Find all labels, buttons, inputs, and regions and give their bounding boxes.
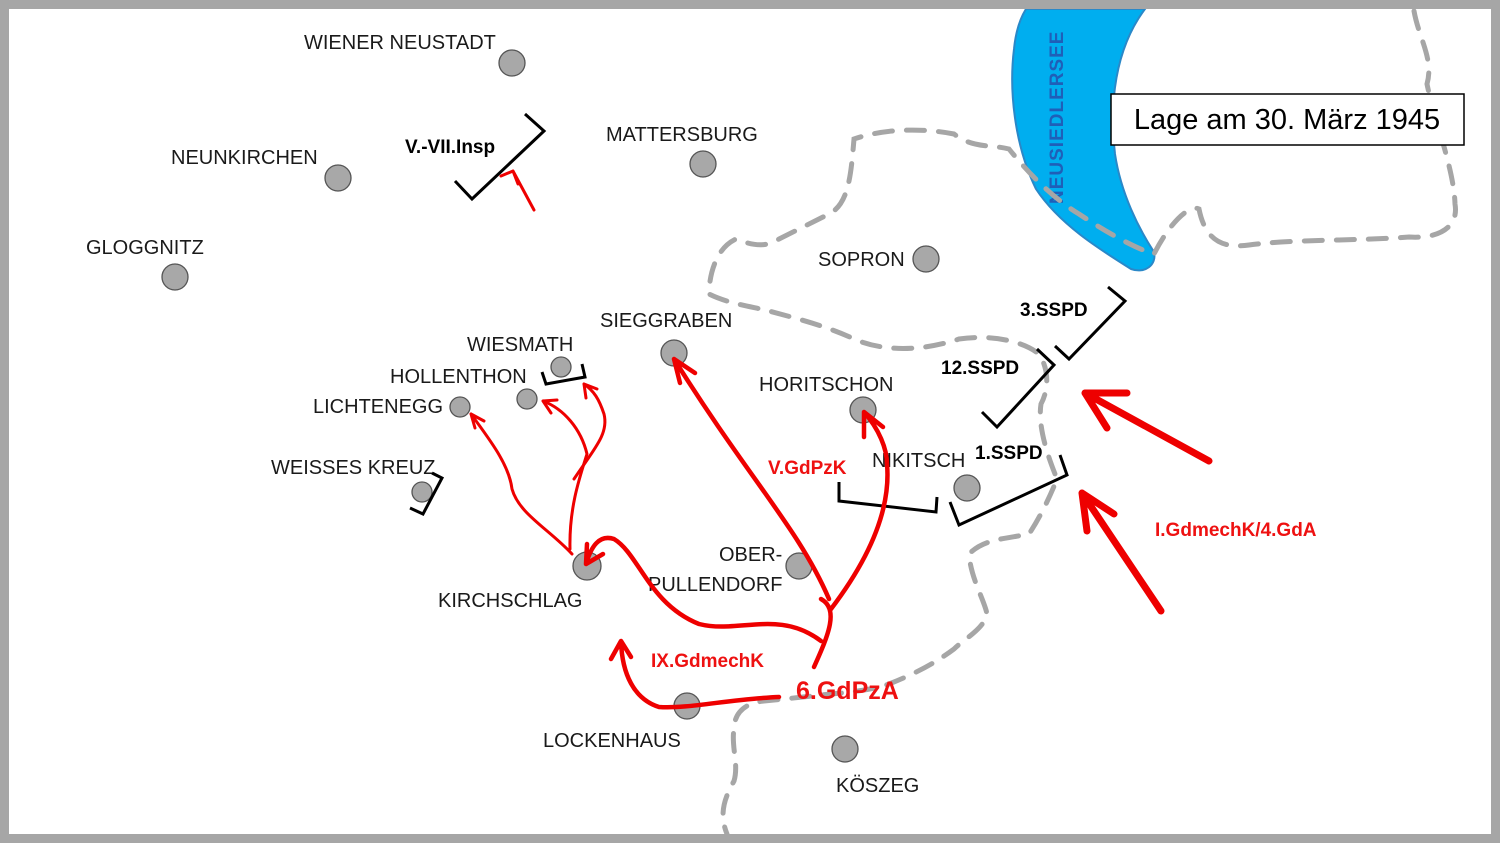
city-marker [550,356,572,378]
city-label-lichtenegg: LICHTENEGG [313,396,443,418]
city-label-horitschon: HORITSCHON [759,374,893,396]
attack-arrow-horitschon [828,409,890,612]
city-label-nikitsch: NIKITSCH [872,450,965,472]
city-marker [161,263,189,291]
lake-label: NEUSIEDLERSEE [1047,31,1068,204]
attack-arrow-hollenthon [541,398,589,551]
front-line-nikitsch [837,482,939,514]
attack-arrow-kirchschlag [583,535,824,644]
city-label-mattersburg: MATTERSBURG [606,124,758,146]
unit-label-ss3: 3.SSPD [1020,300,1088,321]
city-label-weisses-kreuz: WEISSES KREUZ [271,457,435,479]
city-label-pullendorf: PULLENDORF [648,574,782,596]
unit-label-ss1: 1.SSPD [975,443,1043,464]
unit-label-i-gdmechk: I.GdmechK/4.GdA [1155,520,1317,541]
map-frame: NEUSIEDLERSEE WIENER NEUSTADT NEUNKIRCHE… [9,9,1491,834]
map-canvas: NEUSIEDLERSEE WIENER NEUSTADT NEUNKIRCHE… [86,9,1465,834]
unit-label-v-gdpzk: V.GdPzK [768,458,847,479]
attack-arrow-insp [499,169,536,212]
map-title: Lage am 30. März 1945 [1134,104,1440,136]
unit-label-6-gdpza: 6.GdPzA [796,677,899,705]
attack-arrow-i-gdmechk-north [1081,389,1213,465]
city-label-wiesmath: WIESMATH [467,334,573,356]
attack-arrow-lichtenegg [469,412,574,556]
city-label-sieggraben: SIEGGRABEN [600,310,732,332]
city-marker [516,388,538,410]
city-marker [912,245,940,273]
city-label-hollenthon: HOLLENTHON [390,366,527,388]
city-label-kirchschlag: KIRCHSCHLAG [438,590,582,612]
city-label-koszeg: KÖSZEG [836,775,919,797]
city-label-sopron: SOPRON [818,249,905,271]
city-marker [324,164,352,192]
front-line-ss3 [1053,285,1128,362]
attack-arrow-sieggraben [671,356,832,602]
front-line-weisses-kreuz [409,471,445,516]
attack-arrow-i-gdmechk-south [1078,489,1165,615]
unit-label-insp: V.-VII.Insp [405,137,495,158]
city-label-gloggnitz: GLOGGNITZ [86,237,204,259]
city-label-lockenhaus: LOCKENHAUS [543,730,681,752]
front-line-wiesmath [540,363,587,386]
city-marker [498,49,526,77]
front-line-ss12 [980,347,1057,430]
city-label-ober: OBER- [719,544,782,566]
front-line-insp [453,112,547,202]
city-marker [449,396,471,418]
attack-arrow-wiesmath [572,382,607,481]
city-marker [689,150,717,178]
attack-arrow-lockenhaus [608,596,833,710]
unit-label-ix-gdmechk: IX.GdmechK [651,651,764,672]
title-box [1110,93,1465,146]
city-label-neunkirchen: NEUNKIRCHEN [171,147,318,169]
border-line [706,9,1458,834]
city-marker [831,735,859,763]
city-marker [411,481,433,503]
city-marker [953,474,981,502]
unit-label-ss12: 12.SSPD [941,358,1019,379]
front-line-ss1 [948,454,1069,528]
city-label-wiener-neustadt: WIENER NEUSTADT [304,32,496,54]
